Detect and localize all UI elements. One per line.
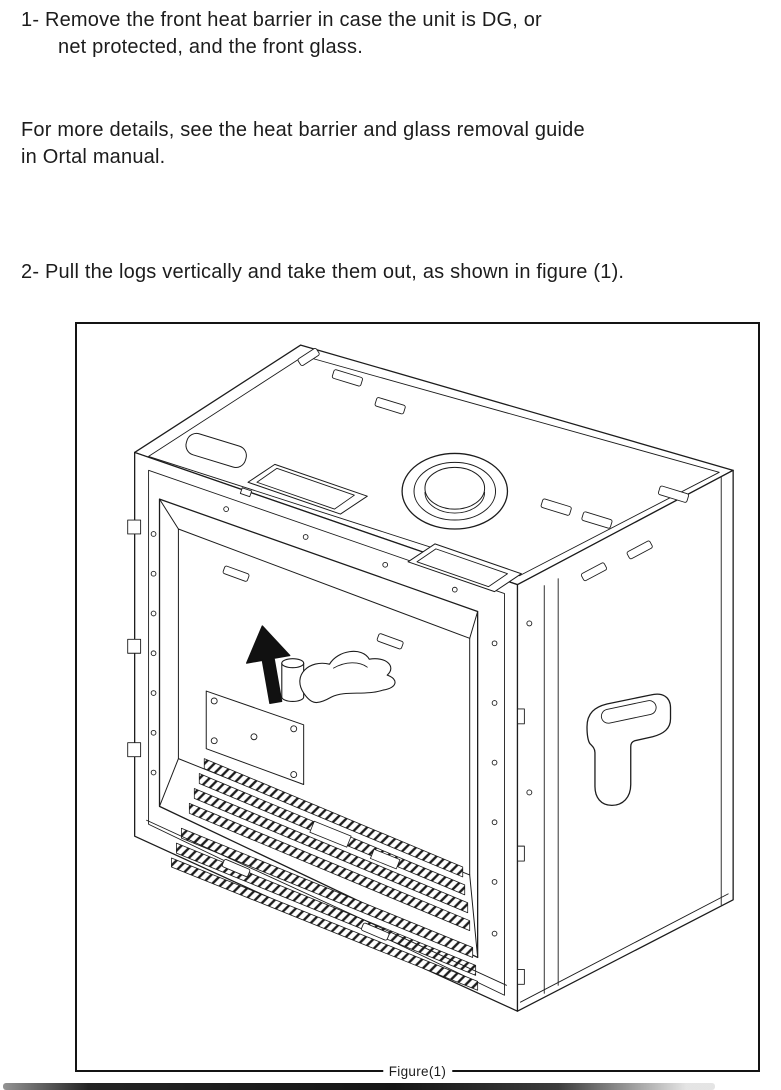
note-line-1: For more details, see the heat barrier a… — [21, 119, 585, 141]
firebox-interior — [159, 498, 479, 958]
figure-caption: Figure(1) — [382, 1064, 453, 1079]
scan-artifact — [3, 1083, 715, 1090]
step-1-line-2: net protected, and the front glass. — [58, 36, 363, 58]
floor-grill — [171, 758, 479, 991]
log-set — [281, 650, 396, 704]
pull-up-arrow-icon — [245, 625, 291, 705]
note-paragraph: For more details, see the heat barrier a… — [21, 117, 585, 171]
frame-screws — [150, 487, 498, 937]
log-mounting-plate — [205, 690, 305, 785]
note-line-2: in Ortal manual. — [21, 146, 166, 168]
side-handle — [586, 693, 672, 807]
flue-collar — [401, 452, 509, 530]
step-2-line-1: 2- Pull the logs vertically and take the… — [21, 261, 625, 283]
top-vents — [185, 348, 690, 593]
fireplace-unit-isometric-drawing — [127, 344, 734, 1012]
instruction-step-2: 2- Pull the logs vertically and take the… — [21, 259, 624, 286]
bottom-trim — [146, 819, 507, 986]
step-1-line-1: 1- Remove the front heat barrier in case… — [21, 9, 542, 31]
figure-1: Figure(1) — [75, 322, 760, 1079]
instruction-step-1: 1- Remove the front heat barrier in case… — [21, 7, 542, 61]
